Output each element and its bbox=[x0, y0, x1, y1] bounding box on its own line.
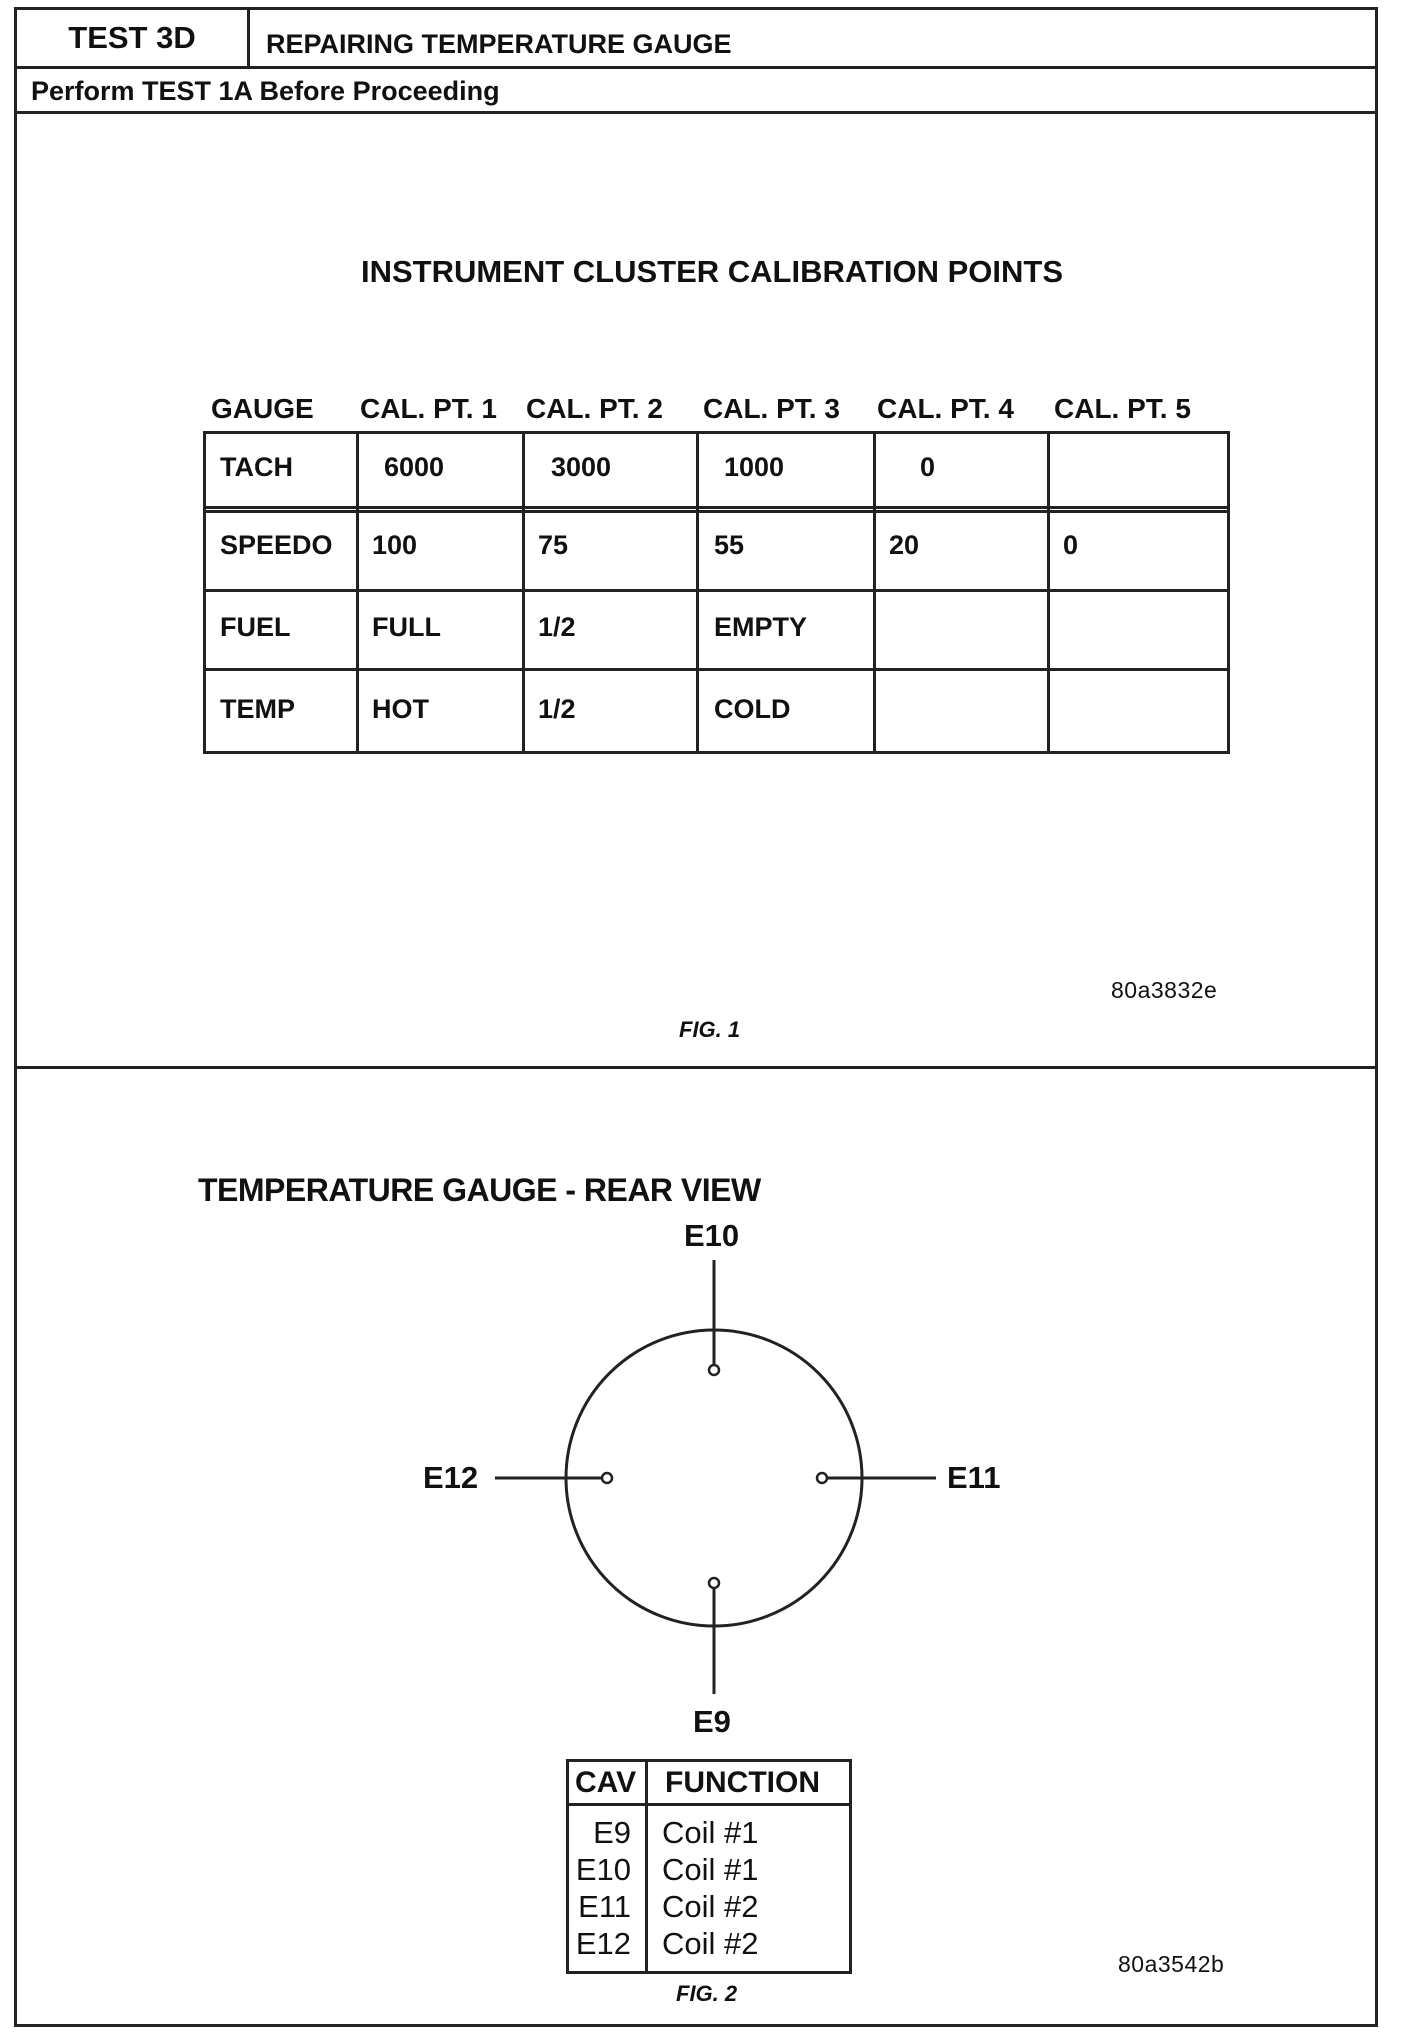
cav-table-header bbox=[569, 1762, 849, 1806]
fig1-ref-code: 80a3832e bbox=[1111, 977, 1218, 1003]
table-cell: 6000 bbox=[384, 452, 445, 482]
table-cell: SPEEDO bbox=[220, 530, 333, 560]
fig1-caption: FIG. 1 bbox=[679, 1017, 741, 1042]
cav-cell: E12 bbox=[575, 1926, 631, 1961]
cav-cell: E9 bbox=[593, 1815, 631, 1850]
terminal-bottom bbox=[707, 1576, 721, 1590]
table-cell: 0 bbox=[920, 452, 936, 482]
function-cell: Coil #2 bbox=[662, 1926, 759, 1961]
col-header-cal-pt-3: CAL. PT. 3 bbox=[703, 393, 840, 424]
col-header-cal-pt-1: CAL. PT. 1 bbox=[360, 393, 497, 424]
pin-label-top: E10 bbox=[684, 1218, 740, 1253]
page-frame: TEST 3D REPAIRING TEMPERATURE GAUGE Perf… bbox=[14, 7, 1378, 2027]
col-header-cal-pt-4: CAL. PT. 4 bbox=[877, 393, 1014, 424]
terminal-right bbox=[815, 1471, 829, 1485]
cav-cell: E10 bbox=[575, 1852, 631, 1887]
col-header-gauge: GAUGE bbox=[211, 393, 314, 424]
fig1-title: INSTRUMENT CLUSTER CALIBRATION POINTS bbox=[360, 254, 1064, 289]
fig2-title: TEMPERATURE GAUGE - REAR VIEW bbox=[198, 1172, 761, 1208]
col-header-cal-pt-2: CAL. PT. 2 bbox=[526, 393, 663, 424]
table-cell: TACH bbox=[220, 452, 293, 482]
table-cell: 3000 bbox=[551, 452, 612, 482]
table-cell: 1000 bbox=[724, 452, 785, 482]
figure-divider bbox=[17, 1066, 1375, 1069]
grid-line bbox=[1047, 434, 1050, 751]
grid-line bbox=[206, 506, 1227, 509]
grid-line bbox=[206, 589, 1227, 592]
cavity-function-table: CAV FUNCTION E9 Coil #1 E10 Coil #1 E11 … bbox=[566, 1759, 852, 1974]
header-row: TEST 3D REPAIRING TEMPERATURE GAUGE bbox=[17, 10, 1375, 69]
test-id: TEST 3D bbox=[17, 10, 250, 66]
prerequisite-note: Perform TEST 1A Before Proceeding bbox=[31, 76, 500, 106]
table-cell: 75 bbox=[538, 530, 569, 560]
table-cell: 55 bbox=[714, 530, 745, 560]
grid-line bbox=[696, 434, 699, 751]
table-cell: FUEL bbox=[220, 612, 291, 642]
cav-cell: E11 bbox=[578, 1889, 631, 1924]
grid-line bbox=[206, 668, 1227, 671]
pin-label-left: E12 bbox=[423, 1460, 479, 1495]
test-title: REPAIRING TEMPERATURE GAUGE bbox=[266, 29, 732, 59]
prerequisite-row: Perform TEST 1A Before Proceeding bbox=[17, 69, 1375, 114]
cav-table-separator bbox=[645, 1762, 648, 1971]
table-cell: 1/2 bbox=[538, 612, 576, 642]
grid-line bbox=[356, 434, 359, 751]
cav-header: CAV bbox=[575, 1766, 637, 1799]
grid-line bbox=[522, 434, 525, 751]
pin-label-right: E11 bbox=[947, 1460, 1001, 1495]
function-cell: Coil #1 bbox=[662, 1852, 759, 1887]
grid-line bbox=[873, 434, 876, 751]
grid-line bbox=[206, 510, 1227, 513]
table-cell: 1/2 bbox=[538, 694, 576, 724]
table-cell: 0 bbox=[1063, 530, 1079, 560]
table-cell: TEMP bbox=[220, 694, 296, 724]
table-cell: EMPTY bbox=[714, 612, 808, 642]
col-header-cal-pt-5: CAL. PT. 5 bbox=[1054, 393, 1191, 424]
function-cell: Coil #1 bbox=[662, 1815, 759, 1850]
table-cell: FULL bbox=[372, 612, 441, 642]
fig2-ref-code: 80a3542b bbox=[1118, 1951, 1225, 1977]
table-cell: 100 bbox=[372, 530, 418, 560]
table-cell: 20 bbox=[889, 530, 920, 560]
table-cell: HOT bbox=[372, 694, 429, 724]
terminal-left bbox=[600, 1471, 614, 1485]
terminal-top bbox=[707, 1363, 721, 1377]
table-cell: COLD bbox=[714, 694, 791, 724]
pin-label-bottom: E9 bbox=[693, 1704, 731, 1739]
function-header: FUNCTION bbox=[665, 1766, 820, 1799]
calibration-table: TACH 6000 3000 1000 0 SPEEDO 100 75 55 2… bbox=[203, 431, 1230, 754]
fig2-caption: FIG. 2 bbox=[676, 1981, 738, 2006]
function-cell: Coil #2 bbox=[662, 1889, 759, 1924]
